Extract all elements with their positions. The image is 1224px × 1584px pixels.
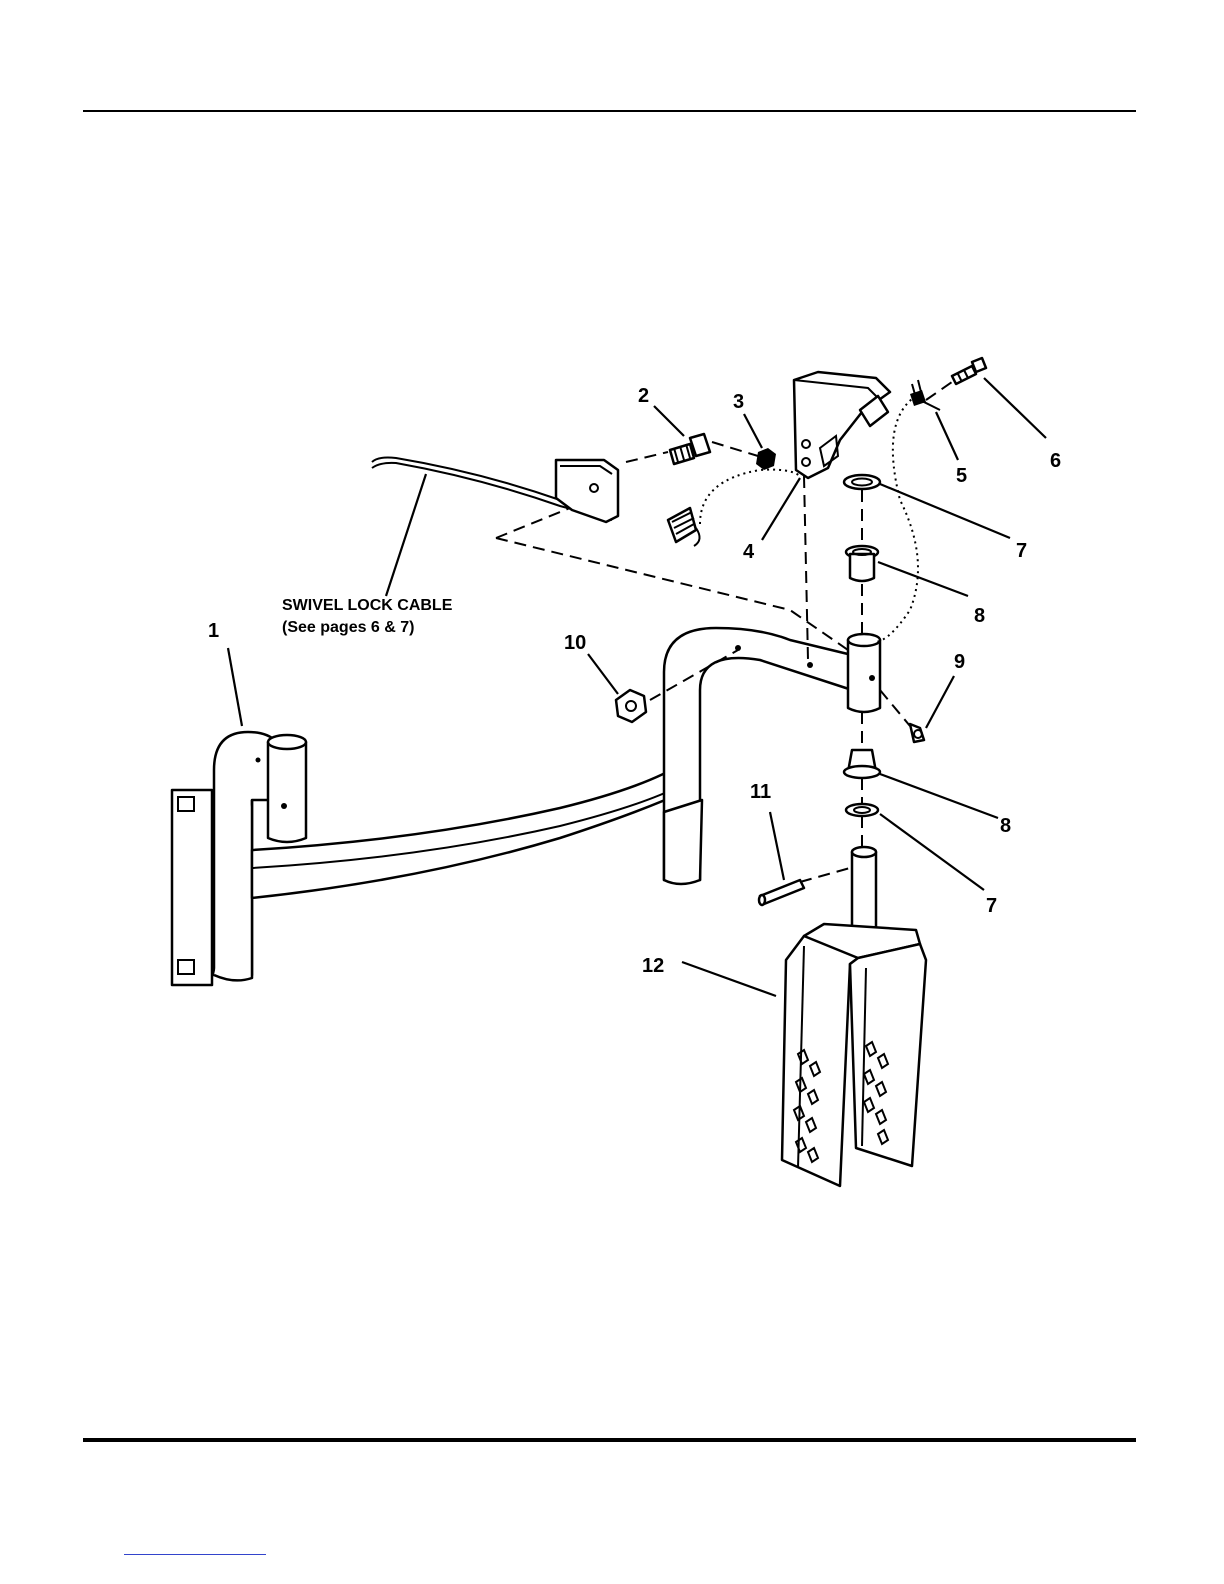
note-line-2: (See pages 6 & 7) (282, 619, 415, 636)
note-line-1: SWIVEL LOCK CABLE (282, 597, 453, 614)
part-upper-bushing (846, 546, 878, 581)
part-swivel-lock-cable (372, 458, 700, 547)
part-screw (952, 358, 986, 384)
callout-9: 9 (954, 651, 965, 673)
callout-6: 6 (1050, 450, 1061, 472)
part-grease-fitting (910, 724, 924, 742)
part-lock-bracket (794, 372, 890, 478)
part-caster-fork (782, 847, 926, 1186)
part-bolt (670, 434, 710, 464)
part-lower-washer (846, 804, 878, 816)
callout-7-upper: 7 (1016, 540, 1027, 562)
callout-1: 1 (208, 620, 219, 642)
callout-2: 2 (638, 385, 649, 407)
part-frame (172, 628, 852, 985)
part-roll-pin (759, 880, 804, 905)
part-lever-spring (910, 380, 940, 410)
part-lower-bushing (844, 750, 880, 778)
callout-8-lower: 8 (1000, 815, 1011, 837)
callout-12: 12 (642, 955, 664, 977)
callout-10: 10 (564, 632, 586, 654)
part-swivel-tube (848, 634, 880, 712)
callout-5: 5 (956, 465, 967, 487)
callout-11: 11 (750, 781, 771, 803)
callout-8-upper: 8 (974, 605, 985, 627)
callout-3: 3 (733, 391, 744, 413)
callout-7-lower: 7 (986, 895, 997, 917)
swivel-lock-cable-note: SWIVEL LOCK CABLE (See pages 6 & 7) (282, 597, 453, 636)
part-flange-nut (616, 690, 646, 722)
part-nut (756, 448, 776, 470)
callout-4: 4 (743, 541, 755, 563)
part-upper-washer (844, 475, 880, 489)
leader-lines (228, 378, 1046, 996)
